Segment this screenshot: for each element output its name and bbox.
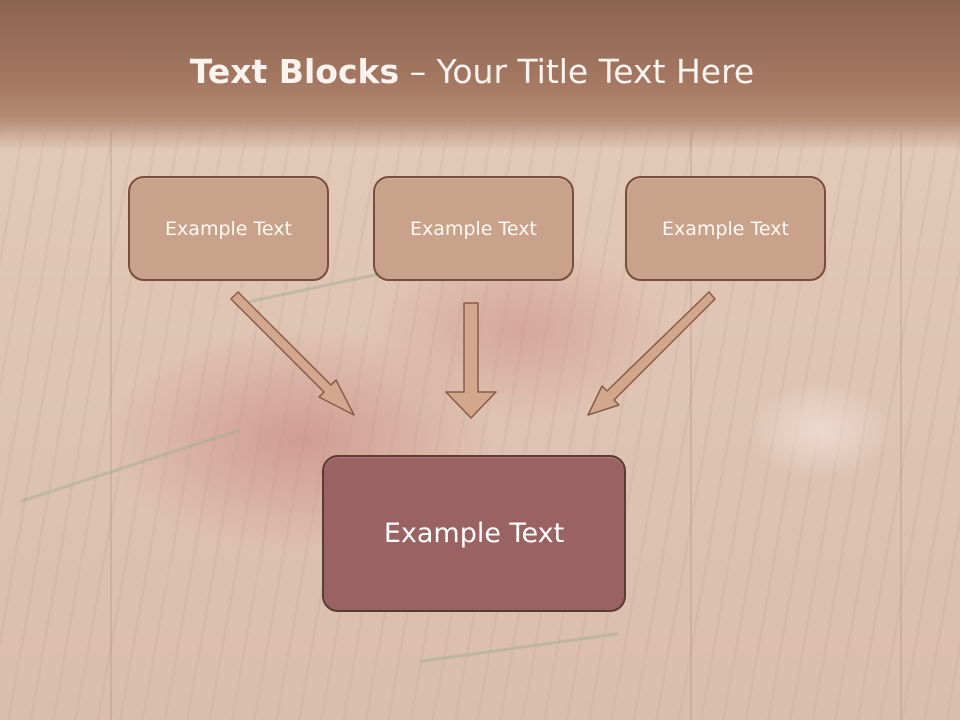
title-band: [0, 0, 960, 150]
title-bold-text: Text Blocks: [189, 52, 400, 91]
wood-plank-seam: [900, 130, 902, 720]
title-rest-text: Your Title Text Here: [436, 52, 755, 91]
title-dash: –: [399, 52, 437, 91]
arrow-left: [230, 291, 355, 416]
text-block-3[interactable]: Example Text: [625, 176, 826, 281]
slide-title[interactable]: Text Blocks – Your Title Text Here: [0, 52, 944, 91]
text-block-1[interactable]: Example Text: [128, 176, 329, 281]
arrow-center: [445, 302, 497, 419]
main-text-block[interactable]: Example Text: [322, 455, 626, 612]
wood-plank-seam: [690, 130, 692, 720]
arrow-right: [587, 291, 716, 416]
wood-plank-seam: [110, 130, 112, 720]
text-block-2[interactable]: Example Text: [373, 176, 574, 281]
